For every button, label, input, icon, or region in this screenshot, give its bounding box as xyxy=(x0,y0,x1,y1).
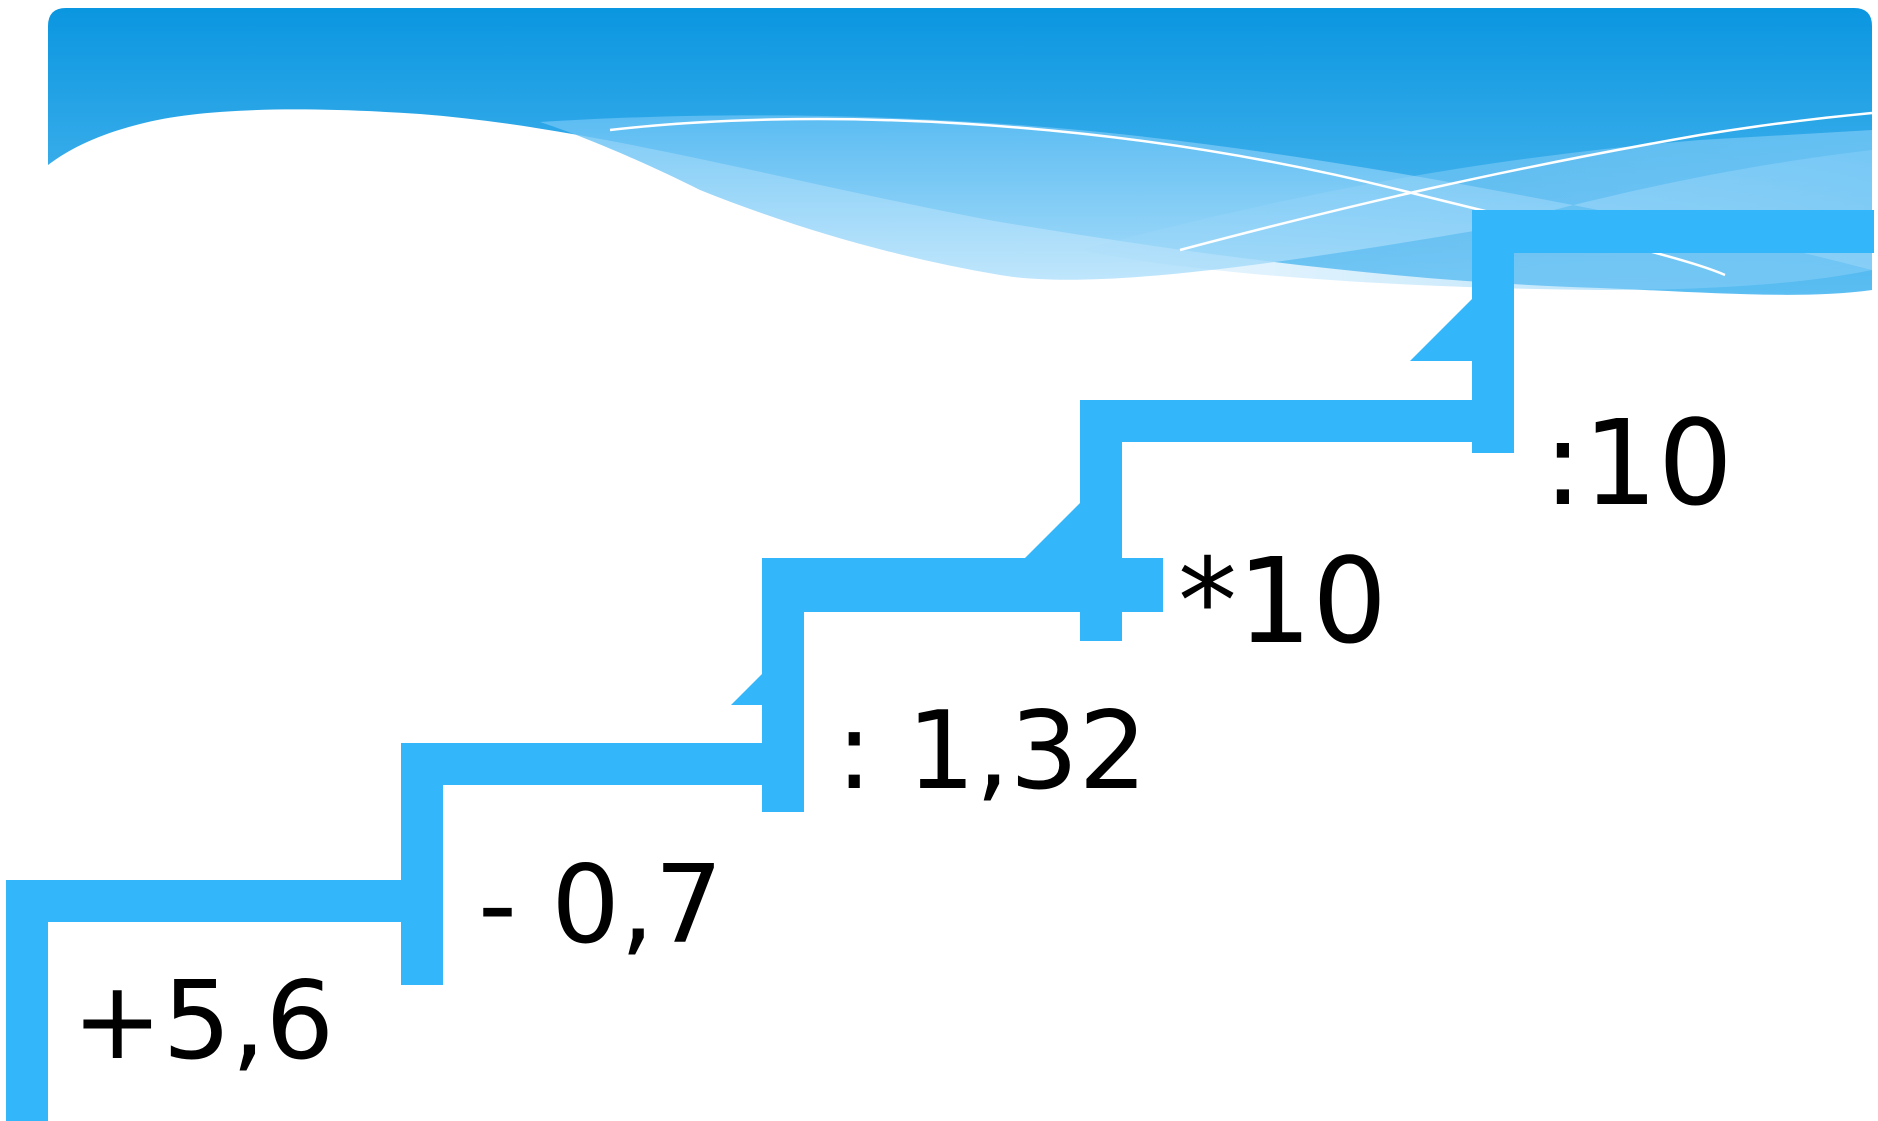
step-label-5: :10 xyxy=(1543,394,1733,532)
step-label-4: *10 xyxy=(1178,532,1387,670)
header-wave-line-2 xyxy=(1179,111,1873,252)
stair-step-5 xyxy=(1472,210,1874,453)
step-label-3: : 1,32 xyxy=(836,689,1147,814)
step-label-1: +5,6 xyxy=(72,959,334,1084)
stair-step-3 xyxy=(762,503,1163,812)
step-label-2: - 0,7 xyxy=(478,843,723,968)
header-wave-light xyxy=(540,115,1872,280)
stair-step-4 xyxy=(1080,298,1514,560)
staircase xyxy=(6,210,1874,1121)
step-labels: +5,6 - 0,7 : 1,32 *10 :10 xyxy=(72,394,1733,1084)
